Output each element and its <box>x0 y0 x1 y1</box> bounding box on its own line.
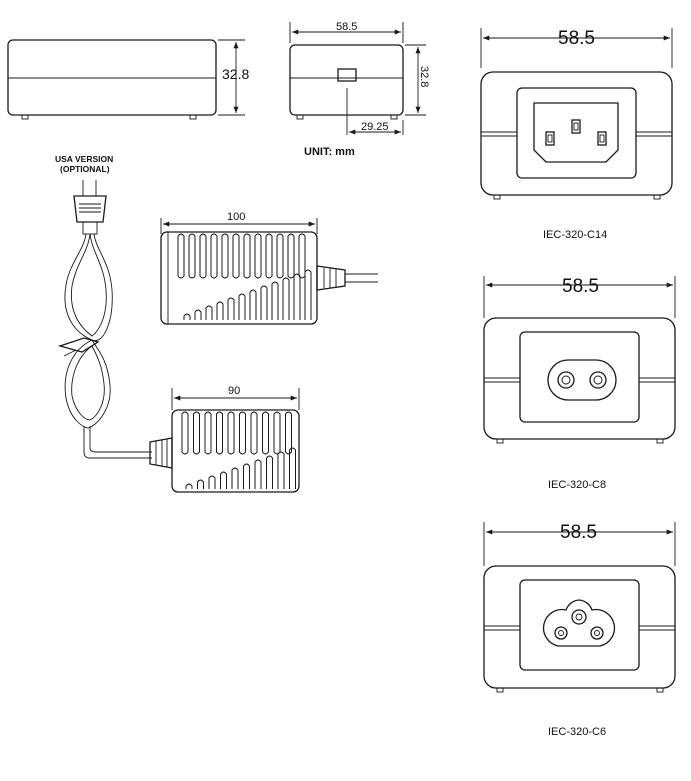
vent-slot <box>289 447 296 489</box>
vent-slot <box>199 233 207 279</box>
vent-slot <box>227 297 235 320</box>
c14-caption: IEC-320-C14 <box>543 229 607 241</box>
vent-slot <box>262 411 269 455</box>
vent-slot <box>185 483 193 489</box>
vent-slot <box>232 233 240 279</box>
vent-slot <box>277 451 285 489</box>
side-view: 32.8 <box>7 39 249 120</box>
connector-c14-view: 58.5 IEC-320-C14 <box>480 28 673 241</box>
vent-slot <box>260 285 268 320</box>
c6-caption: IEC-320-C6 <box>548 726 606 738</box>
vent-slot <box>216 301 224 320</box>
vent-slot <box>210 233 218 279</box>
vent-slot <box>183 313 191 320</box>
vent-slot <box>197 479 204 489</box>
vent-slot <box>221 233 229 279</box>
vent-slot <box>205 305 213 320</box>
vent-slot <box>188 233 196 279</box>
top-length-90-label: 90 <box>228 385 240 397</box>
top-length-100-label: 100 <box>227 211 245 223</box>
top-view-100: 100 <box>160 211 378 325</box>
vent-slot <box>243 463 250 489</box>
vent-slot <box>285 411 292 455</box>
connector-c8-view: 58.5 IEC-320-C8 <box>483 276 676 491</box>
plug-label-line1: USA VERSION <box>55 154 113 164</box>
vent-slot <box>216 411 223 455</box>
vent-slot <box>227 411 235 455</box>
c14-width-label: 58.5 <box>558 28 595 49</box>
usa-plug-cord: USA VERSION (OPTIONAL) <box>55 154 152 459</box>
vent-slot <box>193 411 200 455</box>
unit-label: UNIT: mm <box>304 146 355 158</box>
vent-slot <box>271 281 279 320</box>
side-height-label: 32.8 <box>222 66 249 82</box>
vent-slot <box>194 309 202 320</box>
vent-slot <box>208 475 216 489</box>
vent-slot <box>293 273 301 320</box>
front-width-label: 58.5 <box>336 21 357 33</box>
vent-slot <box>265 233 273 279</box>
front-view: 58.5 32.8 29.25 UNIT: mm <box>289 21 430 158</box>
vent-slot <box>250 411 258 455</box>
c8-width-label: 58.5 <box>562 276 599 297</box>
vent-slot <box>276 233 284 279</box>
vent-slot <box>177 233 185 279</box>
vent-slot <box>181 411 189 455</box>
front-half-width-label: 29.25 <box>361 121 389 133</box>
vent-slot <box>287 233 295 279</box>
plug-label-line2: (OPTIONAL) <box>60 164 110 174</box>
vent-slot <box>220 471 227 489</box>
vent-slot <box>254 459 262 489</box>
c8-caption: IEC-320-C8 <box>548 479 606 491</box>
vent-slot <box>239 411 246 455</box>
vent-slot <box>204 411 212 455</box>
vent-slot <box>243 233 251 279</box>
vent-slot <box>254 233 262 279</box>
front-height-label: 32.8 <box>418 66 430 87</box>
vent-slot <box>282 277 290 320</box>
connector-c6-view: 58.5 IEC-320-C6 <box>483 522 676 738</box>
vent-slot <box>273 411 281 455</box>
vent-slot <box>238 293 246 320</box>
c6-width-label: 58.5 <box>560 522 597 543</box>
vent-slot <box>249 289 257 320</box>
vent-slot <box>231 467 239 489</box>
top-view-90: 90 <box>149 385 300 493</box>
vent-slot <box>304 269 312 320</box>
vent-slot <box>298 233 306 279</box>
vent-slot <box>266 455 273 489</box>
